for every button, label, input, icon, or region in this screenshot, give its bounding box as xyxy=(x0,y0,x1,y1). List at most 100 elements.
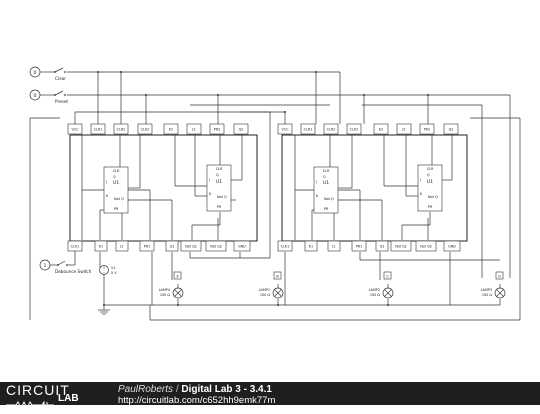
svg-text:Not Q: Not Q xyxy=(217,195,227,199)
circuit-url[interactable]: http://circuitlab.com/c652hh9emk77m xyxy=(118,395,276,406)
lamp-2-probe: C xyxy=(386,275,389,279)
chip-1-pin-clk1: CLK1 xyxy=(71,245,80,249)
chip-2-pin-clr2: CLR2 xyxy=(327,128,336,132)
lamp-4-name: LAMP4 xyxy=(159,288,170,292)
debounce-switch-state: 1 xyxy=(44,263,47,269)
svg-text:CLR: CLR xyxy=(427,167,434,171)
author-link[interactable]: PaulRoberts xyxy=(118,384,174,395)
svg-text:Not Q: Not Q xyxy=(428,195,438,199)
svg-text:PR: PR xyxy=(428,205,433,209)
chip-2-pin-clr1: CLR1 xyxy=(304,128,313,132)
lamp-3-probe: D xyxy=(498,275,501,279)
svg-text:Not Q: Not Q xyxy=(114,197,124,201)
lamp-1-probe: B xyxy=(276,275,279,279)
chip-1-pin-not-q2: Not Q2 xyxy=(210,245,222,249)
chip-1-pin-clr1: CLR1 xyxy=(94,128,103,132)
wires xyxy=(29,71,521,321)
lamp-3-value: 100 Ω xyxy=(482,293,493,297)
chip-1-pin-k1: K1 xyxy=(99,245,103,249)
chip-2-flipflop-b: CLR Q J U1 K Not Q PR xyxy=(417,164,443,212)
chip-2-flipflop-a-name: U1 xyxy=(323,180,329,186)
lamp-3: D LAMP3 100 Ω xyxy=(481,271,506,299)
svg-text:PR: PR xyxy=(217,205,222,209)
svg-text:CLR: CLR xyxy=(323,169,330,173)
title-separator: / xyxy=(175,384,179,395)
chip-2-pin-not-q2: Not Q2 xyxy=(420,245,432,249)
svg-text:J: J xyxy=(208,178,210,182)
svg-text:Q: Q xyxy=(427,173,430,177)
svg-text:−: − xyxy=(103,271,106,275)
preset-switch-label: Preset xyxy=(55,99,68,104)
chip-1-pin-q2: Q2 xyxy=(239,128,244,132)
lamp-4: A LAMP4 100 Ω xyxy=(159,271,184,299)
junction-dots xyxy=(97,71,429,306)
logo-circuit-icon: LAB xyxy=(6,393,92,410)
schematic-canvas: 0 Clear 0 Preset 1 Debounce Switch + − V… xyxy=(29,66,521,321)
chip-1-pin-pr2: PR2 xyxy=(214,128,221,132)
circuit-title: Digital Lab 3 - 3.4.1 xyxy=(181,384,272,395)
chip-2-pin-pr1: PR1 xyxy=(356,245,363,249)
svg-text:PR: PR xyxy=(324,207,329,211)
svg-text:+: + xyxy=(103,266,106,270)
chip-2-flipflop-b-name: U1 xyxy=(427,179,433,185)
svg-text:K: K xyxy=(316,194,319,198)
svg-text:J: J xyxy=(105,180,107,184)
svg-text:Q: Q xyxy=(323,175,326,179)
chip-1-bottom-pins: CLK1 K1 J1 PR1 Q1 Not Q1 Not Q2 GND xyxy=(67,240,251,252)
lamp-1: B LAMP1 100 Ω xyxy=(259,271,284,299)
chip-1-pin-gnd: GND xyxy=(238,245,246,249)
chip-1-flipflop-b: CLR Q J U1 K Not Q PR xyxy=(206,164,232,212)
svg-text:CLR: CLR xyxy=(216,167,223,171)
svg-text:K: K xyxy=(209,192,212,196)
chip-1-pin-vcc: VCC xyxy=(71,128,79,132)
lamp-3-name: LAMP3 xyxy=(481,288,492,292)
svg-text:CLR: CLR xyxy=(113,169,120,173)
source-name: V1 xyxy=(111,266,115,270)
svg-text:PR: PR xyxy=(114,207,119,211)
chip-1-flipflop-b-name: U1 xyxy=(216,179,222,185)
chip-1-top-pins: VCC CLR1 CLR2 CLK2 K2 J2 PR2 Q2 xyxy=(67,123,249,135)
chip-2-top-pins: VCC CLR1 CLR2 CLK2 K2 J2 PR2 Q2 xyxy=(277,123,459,135)
lamp-2-value: 100 Ω xyxy=(370,293,381,297)
chip-2-pin-j1: J1 xyxy=(331,245,335,249)
lamp-2: C LAMP2 100 Ω xyxy=(369,271,394,299)
clear-switch-state: 0 xyxy=(34,70,37,76)
chip-1-pin-clr2: CLR2 xyxy=(117,128,126,132)
switch-preset[interactable]: 0 Preset xyxy=(29,89,68,104)
svg-text:J: J xyxy=(419,178,421,182)
logo-text-top: CIRCUIT xyxy=(6,382,70,398)
chip-2: VCC CLR1 CLR2 CLK2 K2 J2 PR2 Q2 CLK1 K1 … xyxy=(277,123,468,252)
lamp-4-probe: A xyxy=(176,275,179,279)
logo-text-bottom: LAB xyxy=(58,393,79,404)
switch-debounce[interactable]: 1 Debounce Switch xyxy=(39,259,92,274)
chip-2-pin-k1: K1 xyxy=(309,245,313,249)
chip-2-pin-clk1: CLK1 xyxy=(281,245,290,249)
svg-text:Q: Q xyxy=(216,173,219,177)
chip-1-pin-j1: J1 xyxy=(119,245,123,249)
chip-1-pin-q1: Q1 xyxy=(170,245,175,249)
lamp-1-name: LAMP1 xyxy=(259,288,270,292)
chip-2-pin-j2: J2 xyxy=(401,128,405,132)
chip-1-pin-clk2: CLK2 xyxy=(141,128,150,132)
clear-switch-label: Clear xyxy=(55,76,66,81)
chip-2-pin-vcc: VCC xyxy=(281,128,289,132)
chip-2-pin-q1: Q1 xyxy=(380,245,385,249)
footer-title-line: PaulRoberts / Digital Lab 3 - 3.4.1 xyxy=(118,384,275,395)
voltage-source: + − V1 5 V xyxy=(99,265,117,275)
chip-1: VCC CLR1 CLR2 CLK2 K2 J2 PR2 Q2 CLK1 K1 … xyxy=(67,123,258,252)
debounce-switch-label: Debounce Switch xyxy=(55,269,92,274)
lamp-1-value: 100 Ω xyxy=(260,293,271,297)
svg-text:J: J xyxy=(315,180,317,184)
chip-2-bottom-pins: CLK1 K1 J1 PR1 Q1 Not Q1 Not Q2 GND xyxy=(277,240,461,252)
chip-2-pin-not-q1: Not Q1 xyxy=(395,245,407,249)
chip-2-pin-q2: Q2 xyxy=(449,128,454,132)
logo-trace-icon xyxy=(6,400,54,410)
chip-1-pin-pr1: PR1 xyxy=(144,245,151,249)
lamp-4-value: 100 Ω xyxy=(160,293,171,297)
chip-1-pin-j2: J2 xyxy=(191,128,195,132)
chip-1-flipflop-a-name: U1 xyxy=(113,180,119,186)
footer-meta: PaulRoberts / Digital Lab 3 - 3.4.1 http… xyxy=(118,384,275,406)
circuitlab-logo[interactable]: CIRCUIT LAB xyxy=(6,382,92,410)
preset-switch-state: 0 xyxy=(34,93,37,99)
switch-clear[interactable]: 0 Clear xyxy=(29,66,66,81)
